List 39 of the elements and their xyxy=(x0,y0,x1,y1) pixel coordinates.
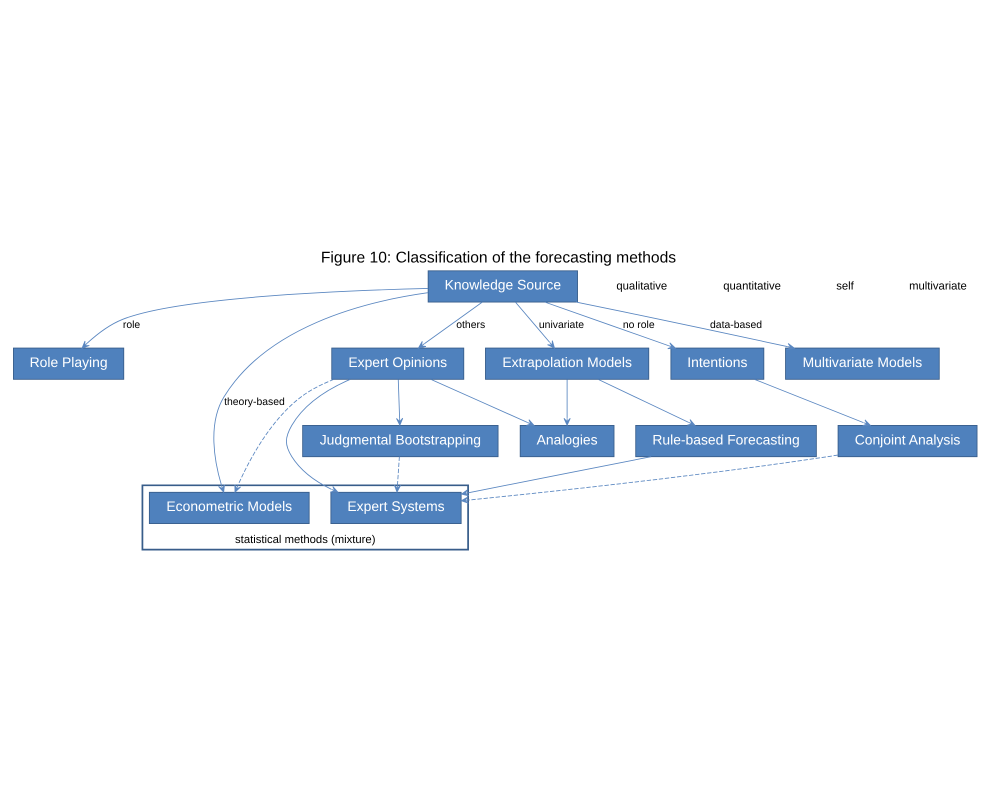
node-box: Role Playing xyxy=(12,347,124,380)
node-box: Expert Systems xyxy=(330,491,462,524)
node-box: Multivariate Models xyxy=(784,347,940,380)
arrow xyxy=(212,292,428,492)
arrow xyxy=(754,378,870,426)
node-box: Knowledge Source xyxy=(427,270,578,302)
label: self xyxy=(836,280,854,292)
node-box: Conjoint Analysis xyxy=(837,424,977,457)
arrow xyxy=(430,378,534,426)
arrow xyxy=(418,301,482,348)
diagram-title: Figure 10: Classification of the forecasting methods xyxy=(320,248,676,266)
node-box: Judgmental Bootstrapping xyxy=(302,424,498,457)
arrow xyxy=(393,456,401,492)
edge-label: no role xyxy=(622,319,654,330)
arrow xyxy=(460,454,838,504)
arrow xyxy=(563,378,570,426)
label: quantitative xyxy=(722,280,780,292)
node-box: Econometric Models xyxy=(148,491,310,524)
arrow xyxy=(285,378,350,492)
arrow xyxy=(575,301,794,350)
arrow xyxy=(81,288,428,348)
edge-label: univariate xyxy=(538,319,584,330)
node-box: Extrapolation Models xyxy=(484,347,649,380)
label: qualitative xyxy=(616,280,667,292)
arrow xyxy=(544,301,676,349)
label: multivariate xyxy=(908,280,966,292)
edge-label: others xyxy=(456,319,485,330)
arrow xyxy=(234,378,334,492)
node-box: Analogies xyxy=(519,424,614,457)
edge-label: data-based xyxy=(709,319,762,330)
edge-label: role xyxy=(122,319,140,330)
node-box: Intentions xyxy=(670,347,764,380)
arrow xyxy=(514,301,554,348)
edge-label: theory-based xyxy=(224,396,284,408)
arrow xyxy=(460,456,652,496)
node-box: Rule-based Forecasting xyxy=(634,424,816,457)
arrow xyxy=(396,378,403,426)
arrow xyxy=(598,378,695,426)
node-box: Expert Opinions xyxy=(330,347,464,380)
